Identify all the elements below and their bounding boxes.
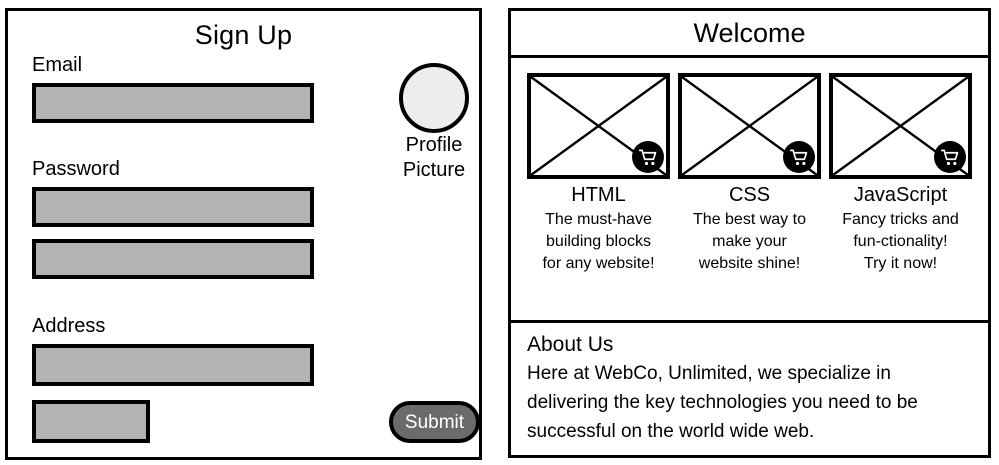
signup-panel: Sign Up Email Password Address Profile P… xyxy=(5,8,482,460)
card-description-line1: The best way to xyxy=(693,211,806,228)
address-label: Address xyxy=(32,315,106,337)
card-title: HTML xyxy=(571,184,626,206)
card-description-line1: Fancy tricks and xyxy=(842,211,959,228)
product-card[interactable]: HTML The must-have building blocks for a… xyxy=(527,73,670,320)
password-label: Password xyxy=(32,158,120,180)
card-title: CSS xyxy=(728,184,771,206)
avatar[interactable]: Profile Picture xyxy=(389,63,479,183)
card-title: JavaScript xyxy=(853,184,948,206)
welcome-panel: Welcome HTML The must-have buil xyxy=(508,8,991,458)
avatar-caption-line2: Picture xyxy=(402,159,466,181)
product-card[interactable]: JavaScript Fancy tricks and fun-ctionali… xyxy=(829,73,972,320)
about-us-heading: About Us xyxy=(527,333,614,356)
about-us-section: About Us Here at WebCo, Unlimited, we sp… xyxy=(511,323,988,455)
address-line2-field[interactable] xyxy=(32,400,150,443)
shopping-cart-icon[interactable] xyxy=(632,141,664,173)
welcome-header: Welcome xyxy=(511,11,988,58)
shopping-cart-icon[interactable] xyxy=(934,141,966,173)
card-description-line1: The must-have xyxy=(545,211,652,228)
email-field[interactable] xyxy=(32,83,314,123)
card-description-line2: building blocks xyxy=(546,233,651,250)
card-description-line3: for any website! xyxy=(542,255,655,272)
submit-button[interactable]: Submit xyxy=(389,401,480,443)
card-description-line2: make your xyxy=(712,233,787,250)
avatar-caption-line1: Profile xyxy=(405,134,463,156)
image-placeholder-x-icon xyxy=(678,73,821,179)
image-placeholder-x-icon xyxy=(527,73,670,179)
product-card[interactable]: CSS The best way to make your website sh… xyxy=(678,73,821,320)
profile-picture-icon[interactable] xyxy=(399,63,469,133)
welcome-title: Welcome xyxy=(693,18,806,48)
email-label: Email xyxy=(32,54,83,76)
card-description-line2: fun-ctionality! xyxy=(853,233,948,250)
about-us-body: Here at WebCo, Unlimited, we specialize … xyxy=(527,363,918,442)
shopping-cart-icon[interactable] xyxy=(783,141,815,173)
address-field[interactable] xyxy=(32,344,314,386)
card-description-line3: Try it now! xyxy=(863,255,938,272)
image-placeholder-x-icon xyxy=(829,73,972,179)
card-description-line3: website shine! xyxy=(698,255,801,272)
product-cards-section: HTML The must-have building blocks for a… xyxy=(511,58,988,323)
page-title: Sign Up xyxy=(194,20,293,50)
password-field[interactable] xyxy=(32,187,314,227)
password-confirm-field[interactable] xyxy=(32,239,314,279)
